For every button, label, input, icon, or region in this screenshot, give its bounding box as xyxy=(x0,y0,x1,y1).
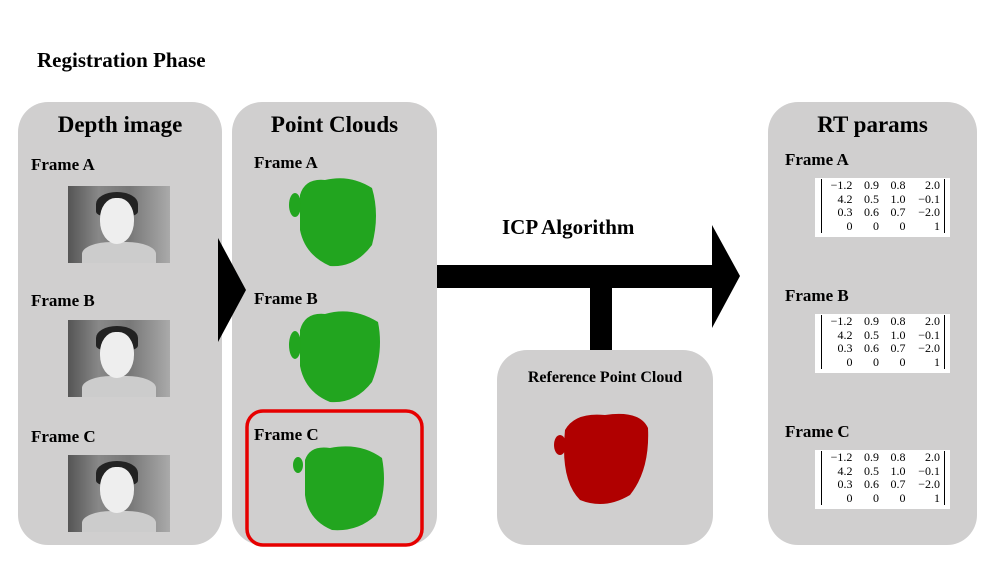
matrix-cell: 4.2 xyxy=(837,327,853,342)
matrix-cell: 0 xyxy=(872,218,879,233)
depth-image-frame-a xyxy=(68,186,170,263)
matrix-cell: 0.3 xyxy=(837,205,853,219)
matrix-cell: 4.2 xyxy=(837,191,853,206)
matrix-cell: −2.0 xyxy=(918,205,940,219)
matrix-cell: −1.2 xyxy=(830,450,853,464)
depth-image-frame-c xyxy=(68,455,170,532)
depth-image-frame-b xyxy=(68,320,170,397)
frame-label: Frame B xyxy=(31,291,95,310)
frame-label: Frame B xyxy=(254,289,318,308)
matrix-cell: 0 xyxy=(899,354,906,369)
matrix-cell: 1 xyxy=(934,354,940,369)
matrix-cell: 0.9 xyxy=(863,314,879,328)
matrix-cell: −0.1 xyxy=(918,191,940,206)
point-cloud-frame-b xyxy=(289,311,380,403)
matrix-cell: 0.7 xyxy=(890,205,906,219)
rt-matrix-frame-b: −1.2 0.9 0.8 2.0 4.2 0.5 1.0 −0.1 0.3 0.6 0.7 −2.0 0… xyxy=(815,314,950,373)
matrix-cell: −0.1 xyxy=(918,327,940,342)
highlight-frame-c xyxy=(245,409,424,547)
arrow-to-point-clouds xyxy=(218,238,246,342)
matrix-cell: −2.0 xyxy=(918,477,940,491)
matrix-cell: 1.0 xyxy=(890,327,906,342)
matrix-cell: 4.2 xyxy=(837,463,853,478)
frame-label: Frame A xyxy=(31,155,95,174)
matrix-cell: 0.9 xyxy=(863,178,879,192)
point-cloud-frame-a xyxy=(289,178,376,267)
matrix-cell: −1.2 xyxy=(830,178,853,192)
matrix-cell: 1.0 xyxy=(890,463,906,478)
frame-label: Frame B xyxy=(785,286,849,305)
matrix-cell: 1.0 xyxy=(890,191,906,206)
panel-title: Point Clouds xyxy=(270,112,399,137)
matrix-cell: 0 xyxy=(872,490,879,505)
frame-label: Frame C xyxy=(785,422,850,441)
matrix-cell: 0.5 xyxy=(863,191,879,206)
matrix-cell: 0.7 xyxy=(890,341,906,355)
matrix-cell: −1.2 xyxy=(830,314,853,328)
matrix-cell: 0 xyxy=(846,218,853,233)
frame-label: Frame C xyxy=(254,425,319,444)
matrix-cell: 0 xyxy=(846,354,853,369)
matrix-cell: 0 xyxy=(872,354,879,369)
matrix-cell: −0.1 xyxy=(918,463,940,478)
matrix-cell: 0.5 xyxy=(863,327,879,342)
point-cloud-frame-c xyxy=(293,446,384,531)
matrix-cell: −2.0 xyxy=(918,341,940,355)
frame-label: Frame C xyxy=(31,427,96,446)
icp-arrow xyxy=(437,225,740,328)
matrix-cell: 0.8 xyxy=(890,314,906,328)
matrix-cell: 0.3 xyxy=(837,477,853,491)
rt-matrix-frame-c: −1.2 0.9 0.8 2.0 4.2 0.5 1.0 −0.1 0.3 0.6 0.7 −2.0 0… xyxy=(815,450,950,509)
matrix-cell: 0.9 xyxy=(863,450,879,464)
panel-title: Reference Point Cloud xyxy=(527,369,683,386)
matrix-cell: 2.0 xyxy=(925,178,940,192)
reference-connector xyxy=(590,288,612,356)
diagram-title: Registration Phase xyxy=(37,48,206,72)
matrix-cell: 0.6 xyxy=(863,205,879,219)
matrix-cell: 0 xyxy=(846,490,853,505)
frame-label: Frame A xyxy=(254,153,318,172)
panel-title: Depth image xyxy=(57,112,183,137)
matrix-cell: 0.5 xyxy=(863,463,879,478)
matrix-cell: 0.3 xyxy=(837,341,853,355)
panel-title: RT params xyxy=(817,112,928,137)
reference-point-cloud-shape xyxy=(554,413,649,504)
matrix-cell: 2.0 xyxy=(925,450,940,464)
matrix-cell: 0 xyxy=(899,490,906,505)
matrix-cell: 1 xyxy=(934,218,940,233)
matrix-cell: 2.0 xyxy=(925,314,940,328)
matrix-cell: 0 xyxy=(899,218,906,233)
matrix-cell: 0.6 xyxy=(863,477,879,491)
frame-label: Frame A xyxy=(785,150,849,169)
matrix-cell: 0.8 xyxy=(890,450,906,464)
icp-algorithm-label: ICP Algorithm xyxy=(502,215,635,239)
rt-matrix-frame-a: −1.2 0.9 0.8 2.0 4.2 0.5 1.0 −0.1 0.3 0.6 0.7 −2.0 0… xyxy=(815,178,950,237)
matrix-cell: 0.7 xyxy=(890,477,906,491)
matrix-cell: 1 xyxy=(934,490,940,505)
matrix-cell: 0.6 xyxy=(863,341,879,355)
matrix-cell: 0.8 xyxy=(890,178,906,192)
